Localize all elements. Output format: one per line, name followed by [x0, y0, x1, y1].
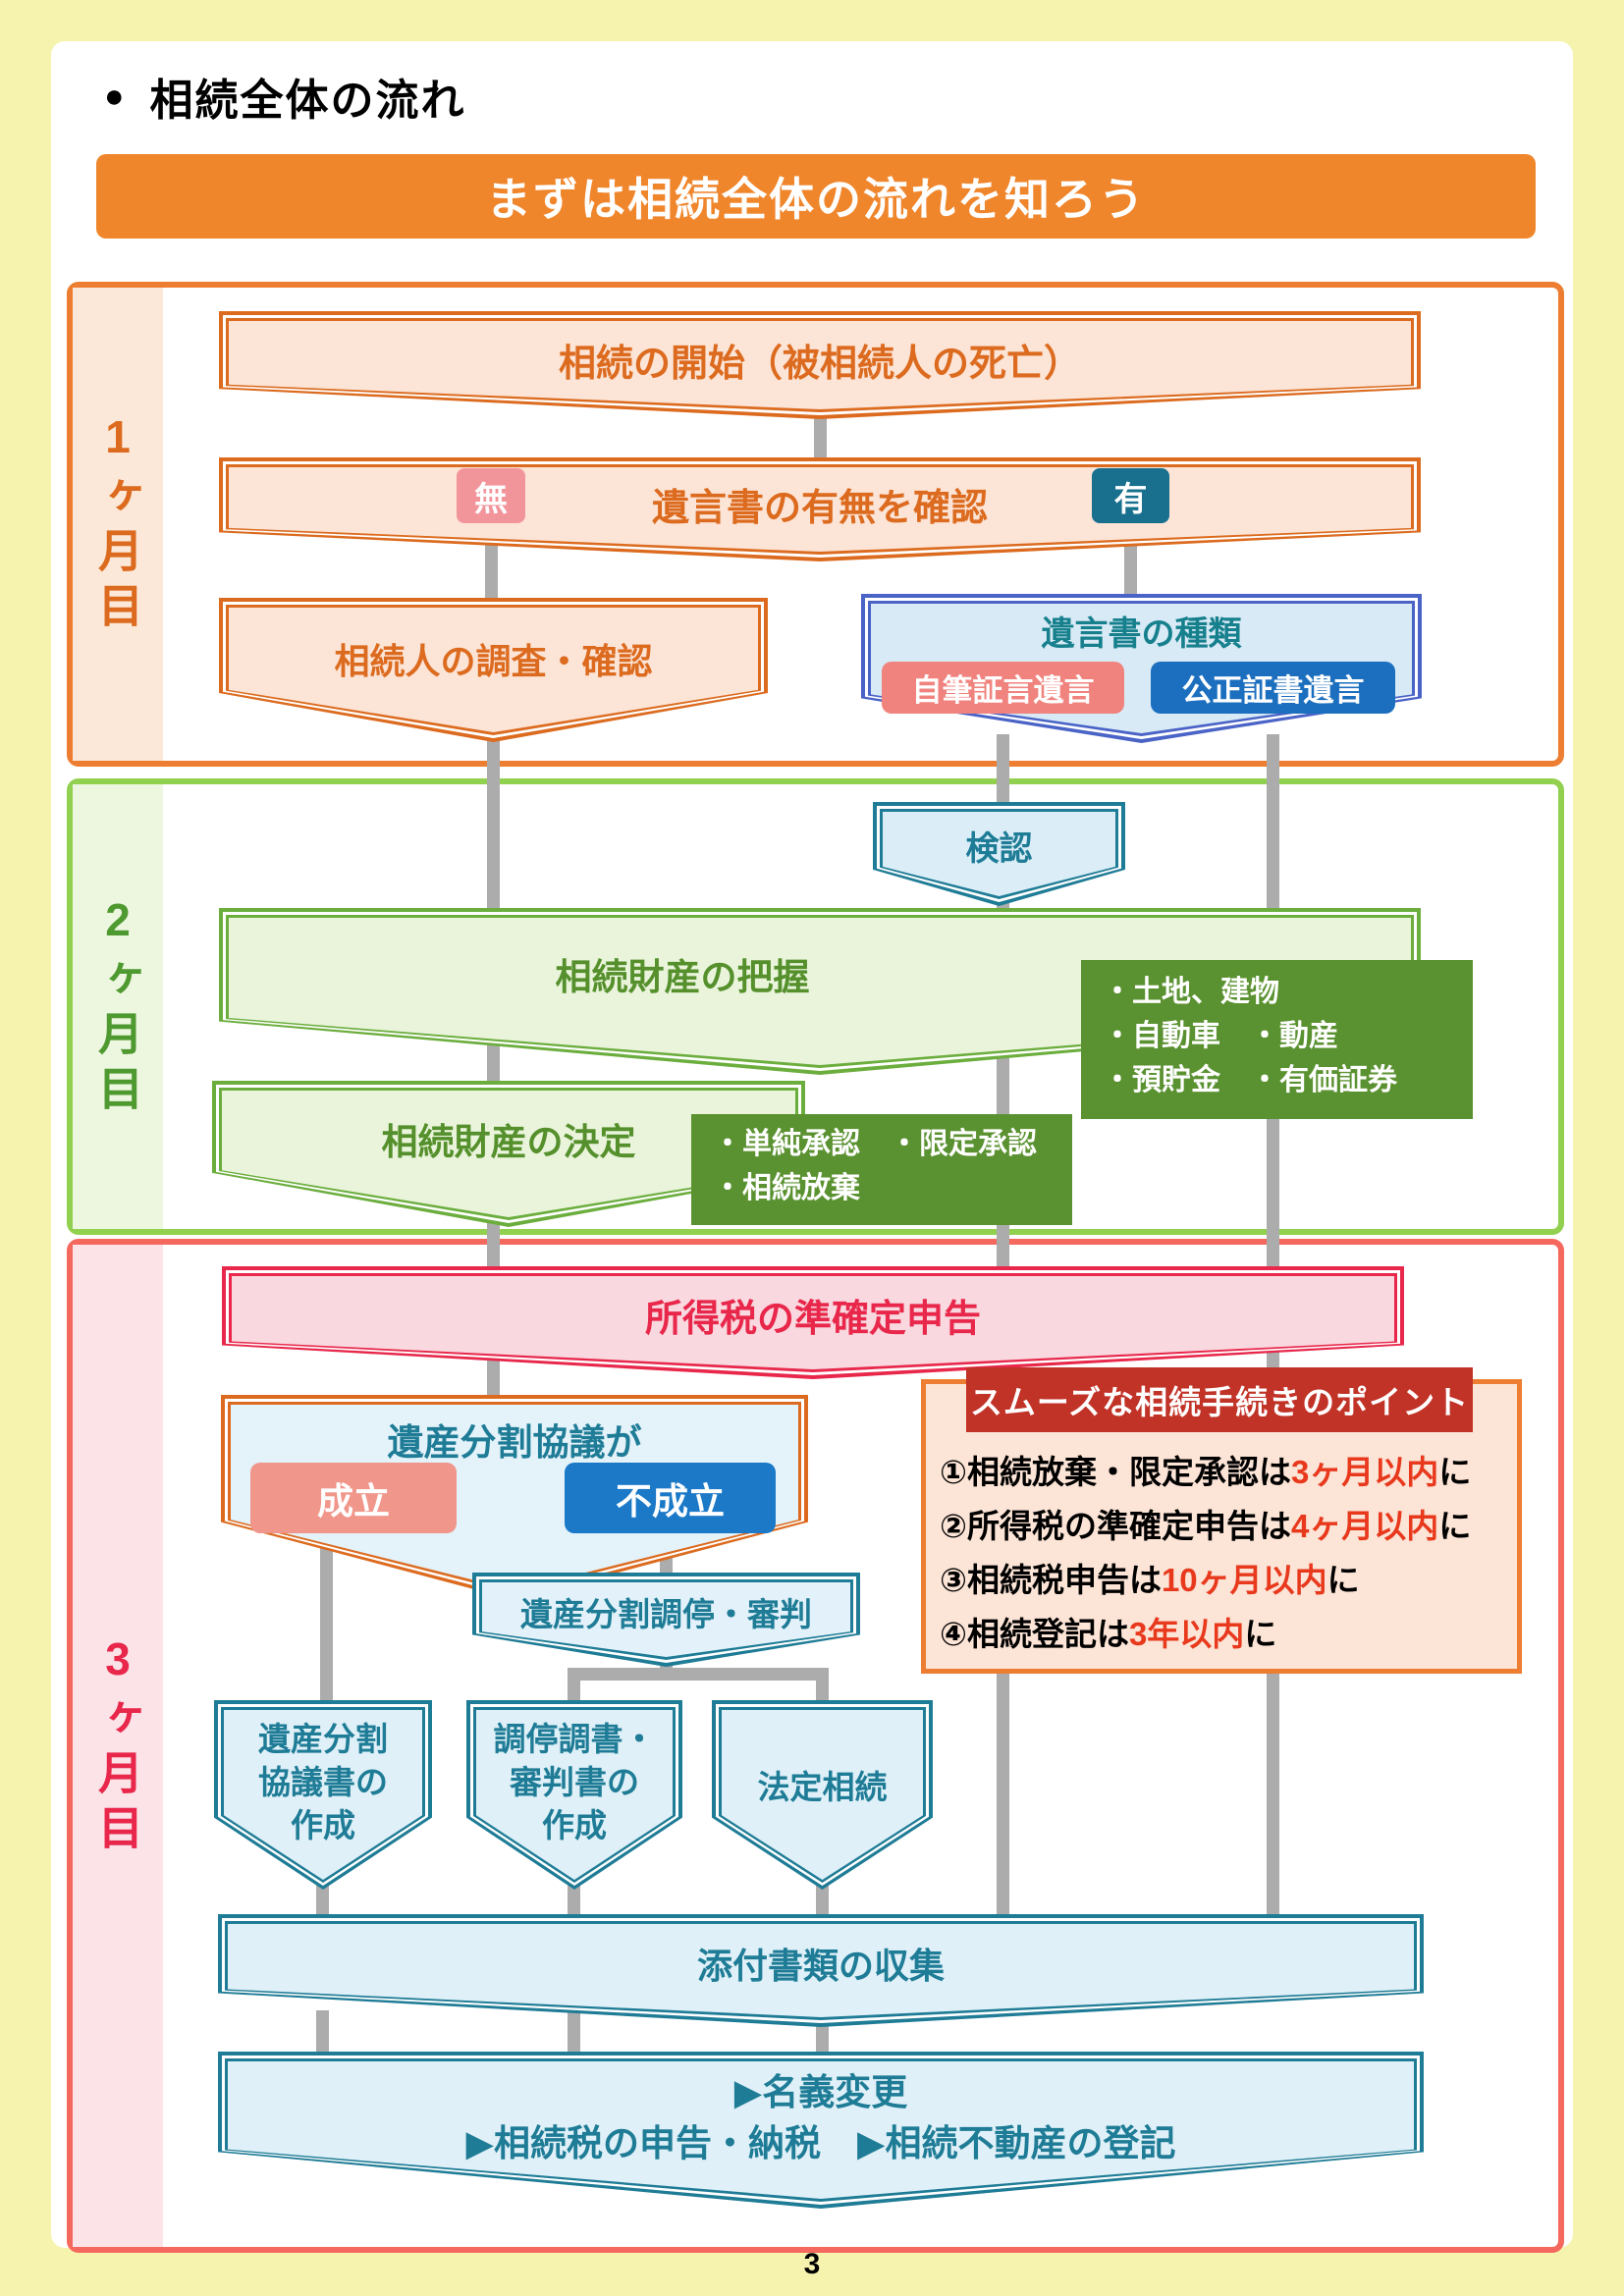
point-text: に: [1244, 1616, 1277, 1652]
point-highlight: 4ヶ月以内: [1290, 1508, 1439, 1544]
connector-bar: [568, 1668, 829, 1681]
connector: [568, 2010, 580, 2059]
connector: [814, 407, 827, 461]
node-income-tax-return: 所得税の準確定申告: [222, 1266, 1404, 1379]
badge-agreed: 成立: [250, 1463, 457, 1533]
page-title-row: ● 相続全体の流れ: [104, 65, 466, 128]
node-label-line: 協議書の: [258, 1764, 388, 1800]
node-agreement-doc: 遺産分割 協議書の 作成: [214, 1700, 432, 1890]
node-label: 遺産分割調停・審判: [520, 1596, 812, 1632]
node-label: 相続の開始（被相続人の死亡）: [558, 344, 1081, 385]
node-mediation-doc: 調停調書・ 審判書の 作成: [466, 1700, 682, 1890]
node-label: 遺産分割 協議書の 作成: [214, 1718, 432, 1847]
node-label-line: 調停調書・: [493, 1721, 656, 1757]
point-item: ②所得税の準確定申告は4ヶ月以内に: [940, 1499, 1511, 1553]
point-text: ④相続登記は: [940, 1616, 1129, 1652]
point-highlight: 3年以内: [1128, 1616, 1245, 1652]
point-item: ③相続税申告は10ヶ月以内に: [940, 1553, 1511, 1607]
node-label-line: 審判書の: [510, 1764, 639, 1800]
node-label: 検認: [965, 830, 1033, 868]
node-mediation: 遺産分割調停・審判: [472, 1573, 860, 1667]
node-division-council: 遺産分割協議が 成立 不成立: [221, 1395, 808, 1600]
point-text: に: [1326, 1562, 1360, 1598]
point-item: ①相続放棄・限定承認は3ヶ月以内に: [940, 1445, 1511, 1499]
badge-not-agreed: 不成立: [565, 1463, 776, 1533]
month-1-label: 1ヶ月目: [92, 411, 143, 637]
bullet-icon: ●: [104, 77, 125, 115]
decision-option-line: ・単純承認 ・限定承認: [713, 1128, 1037, 1160]
point-item: ④相続登記は3年以内に: [940, 1607, 1511, 1661]
node-label: 添付書類の収集: [696, 1946, 945, 1986]
badge-notarized-will: 公正証書遺言: [1151, 662, 1395, 714]
node-label: 相続人の調査・確認: [334, 641, 653, 681]
node-will-check: 遺言書の有無を確認 無 有: [219, 457, 1421, 561]
point-highlight: 10ヶ月以内: [1161, 1562, 1327, 1598]
node-probate: 検認: [873, 802, 1125, 906]
node-label: ▶名義変更 ▶相続税の申告・納税 ▶相続不動産の登記: [218, 2067, 1424, 2169]
connector: [316, 2010, 329, 2059]
node-label: 遺産分割協議が: [387, 1422, 642, 1463]
month-2-strip: 2ヶ月目: [73, 784, 163, 1229]
node-label-line: 作成: [291, 1807, 355, 1843]
node-label: 相続財産の把握: [555, 957, 810, 997]
page-number: 3: [803, 2248, 821, 2280]
estate-example-line: ・預貯金 ・有価証券: [1103, 1064, 1397, 1096]
node-label: 法定相続: [757, 1769, 888, 1805]
point-text: に: [1438, 1508, 1472, 1544]
node-label: 遺言書の種類: [1041, 615, 1242, 653]
month-3-label: 3ヶ月目: [92, 1632, 143, 1859]
badge-will-none: 無: [457, 468, 525, 523]
badge-holographic-will: 自筆証言遺言: [882, 662, 1124, 714]
node-inheritance-start: 相続の開始（被相続人の死亡）: [219, 311, 1421, 419]
points-title: スムーズな相続手続きのポイント: [969, 1384, 1470, 1420]
estate-examples-box: ・土地、建物 ・自動車 ・動産 ・預貯金 ・有価証券: [1081, 960, 1473, 1119]
badge-will-exists: 有: [1092, 468, 1169, 523]
month-3-strip: 3ヶ月目: [73, 1245, 163, 2247]
month-1-strip: 1ヶ月目: [73, 288, 163, 761]
banner: まずは相続全体の流れを知ろう: [96, 154, 1536, 239]
decision-option-line: ・相続放棄: [713, 1172, 860, 1204]
node-label-line: ▶相続税の申告・納税 ▶相続不動産の登記: [465, 2123, 1176, 2163]
points-box: スムーズな相続手続きのポイント ①相続放棄・限定承認は3ヶ月以内に ②所得税の準…: [921, 1367, 1522, 1674]
node-label: 調停調書・ 審判書の 作成: [466, 1718, 682, 1847]
estate-example-line: ・自動車 ・動産: [1103, 1020, 1338, 1052]
decision-options-box: ・単純承認 ・限定承認 ・相続放棄: [691, 1114, 1072, 1225]
connector: [568, 1883, 580, 1922]
connector: [316, 1883, 329, 1922]
points-list: ①相続放棄・限定承認は3ヶ月以内に ②所得税の準確定申告は4ヶ月以内に ③相続税…: [940, 1445, 1511, 1661]
point-highlight: 3ヶ月以内: [1290, 1454, 1439, 1490]
node-label: 所得税の準確定申告: [644, 1299, 981, 1340]
banner-label: まずは相続全体の流れを知ろう: [486, 174, 1146, 225]
node-estate-decision: 相続財産の決定: [212, 1081, 805, 1227]
month-2-label: 2ヶ月目: [92, 893, 143, 1120]
estate-example-line: ・土地、建物: [1103, 976, 1279, 1008]
node-label-line: ▶名義変更: [733, 2072, 908, 2112]
node-heir-investigation: 相続人の調査・確認: [219, 598, 768, 742]
point-text: ①相続放棄・限定承認は: [940, 1454, 1291, 1490]
point-text: に: [1438, 1454, 1472, 1490]
points-header: スムーズな相続手続きのポイント: [966, 1367, 1473, 1432]
node-label-line: 作成: [542, 1807, 607, 1843]
connector: [487, 721, 500, 1404]
node-label: 遺言書の有無を確認: [651, 488, 988, 529]
point-text: ③相続税申告は: [940, 1562, 1162, 1598]
node-label-line: 遺産分割: [258, 1721, 388, 1757]
connector: [320, 1526, 333, 1708]
node-statutory-inheritance: 法定相続: [712, 1700, 933, 1890]
point-text: ②所得税の準確定申告は: [940, 1508, 1291, 1544]
node-attachments: 添付書類の収集: [218, 1914, 1424, 2027]
node-label: 相続財産の決定: [381, 1122, 636, 1162]
page-title: 相続全体の流れ: [149, 77, 466, 125]
node-will-types: 遺言書の種類 自筆証言遺言 公正証書遺言: [861, 594, 1422, 743]
connector: [816, 1883, 829, 1922]
node-final-steps: ▶名義変更 ▶相続税の申告・納税 ▶相続不動産の登記: [218, 2052, 1424, 2209]
